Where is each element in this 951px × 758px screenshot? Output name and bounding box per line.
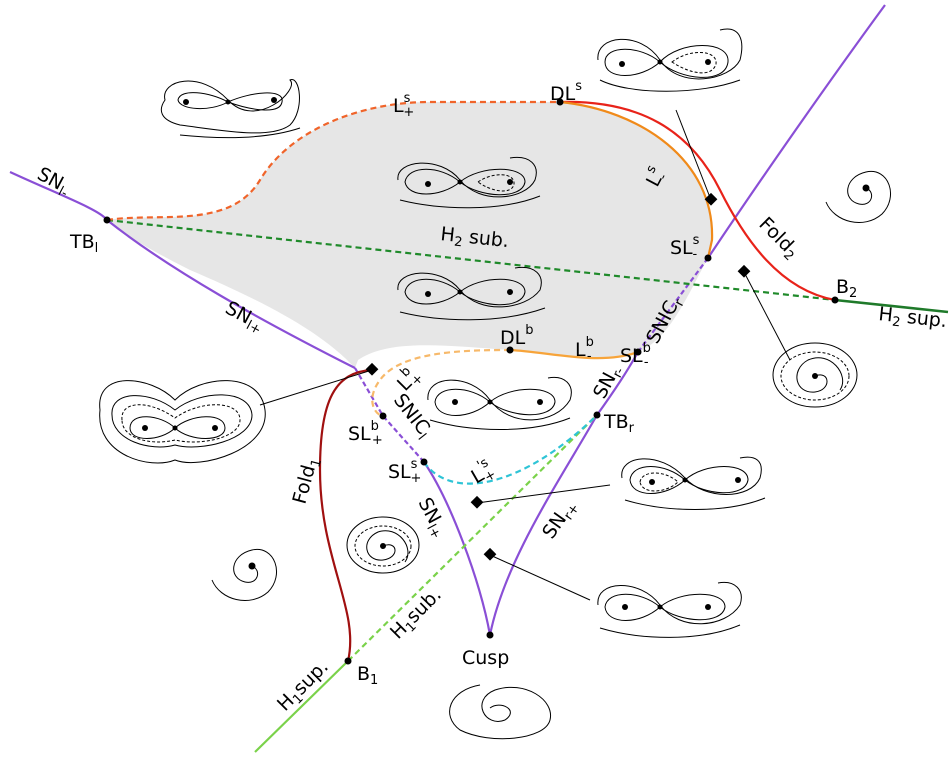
label-b2: B2 — [836, 276, 857, 301]
svg-text:Ls+: Ls+ — [393, 91, 414, 120]
phase-portrait-top-left — [160, 79, 301, 139]
point-b1 — [344, 657, 352, 665]
point-sl-plus-s — [420, 458, 428, 466]
phase-portrait-middle — [397, 266, 546, 321]
point-b2 — [831, 296, 839, 304]
phase-portrait-top-right — [597, 28, 743, 92]
point-tb-r — [593, 411, 601, 419]
region-markers — [365, 192, 751, 561]
label-b1: B1 — [357, 663, 378, 688]
svg-text:SLs+: SLs+ — [388, 457, 421, 486]
l-minus-s-curve — [559, 100, 714, 259]
point-sl-plus-b — [379, 412, 387, 420]
svg-text:SNICl: SNICl — [387, 390, 437, 444]
svg-text:Fold2: Fold2 — [752, 213, 803, 264]
sn-l-plus-lower-curve — [423, 461, 492, 636]
h1-sup-curve — [254, 660, 349, 753]
phase-portrait-bottom-right — [597, 581, 742, 638]
shaded-region — [107, 102, 713, 368]
phase-portrait-left-big — [99, 380, 266, 464]
svg-text:SLb+: SLb+ — [348, 419, 383, 448]
label-h1-sub: H1sub. — [386, 584, 448, 646]
fold2-curve — [559, 100, 836, 302]
leader-lines — [259, 109, 791, 601]
point-dl-b — [506, 346, 514, 354]
phase-portrait-lower-left-small — [346, 516, 420, 574]
svg-text:H2 sup.: H2 sup. — [877, 303, 948, 335]
label-sn-l-minus: SNl- — [32, 163, 75, 201]
label-h2-sub: H2 sub. — [439, 223, 510, 255]
label-dl-b: DLb — [500, 323, 533, 349]
h2-sub-curve — [106, 218, 836, 302]
sn-r-plus-curve — [488, 414, 598, 636]
label-sl-minus-b: SLb- — [620, 341, 651, 370]
phase-portrait-lower-middle — [427, 376, 572, 430]
svg-text:TBl: TBl — [69, 231, 98, 256]
label-tb-l: TBl — [69, 231, 98, 256]
label-cusp: Cusp — [462, 647, 509, 669]
svg-text:L's+: L's+ — [466, 455, 499, 491]
label-h1-sup: H1sup. — [273, 656, 335, 718]
svg-text:SNl-: SNl- — [32, 163, 75, 201]
svg-text:SLs-: SLs- — [670, 233, 700, 262]
svg-text:H1sub.: H1sub. — [386, 584, 448, 646]
sn-curve-upper-right — [707, 4, 886, 259]
point-tb-l — [103, 216, 111, 224]
l-plus-s-curve — [106, 100, 560, 222]
snic-r-curve — [637, 257, 709, 353]
label-h2-sup: H2 sup. — [877, 303, 948, 335]
sn-curve-left — [9, 171, 356, 369]
label-sl-plus-b: SLb+ — [348, 419, 383, 448]
l-plus-b-curve — [371, 348, 511, 418]
phase-portrait-bottom — [449, 684, 551, 740]
label-sl-plus-s: SLs+ — [388, 457, 421, 486]
point-sl-minus-b — [634, 348, 642, 356]
svg-text:B2: B2 — [836, 276, 857, 301]
l-prime-plus-s-curve — [423, 414, 598, 485]
phase-portrait-lower-right — [621, 456, 766, 510]
svg-text:SLb-: SLb- — [620, 341, 651, 370]
h1-sub-curve — [347, 414, 598, 662]
phase-portrait-right-top-spiral — [825, 171, 892, 223]
phase-portrait-right-spiral — [772, 342, 858, 408]
point-dl-s — [556, 98, 564, 106]
phase-portrait-left-spiral — [211, 549, 278, 601]
svg-text:TBr: TBr — [603, 411, 635, 436]
label-l-minus-b: Lb- — [575, 335, 594, 364]
label-sl-minus-s: SLs- — [670, 233, 700, 262]
svg-text:Cusp: Cusp — [462, 647, 509, 669]
snic-l-curve — [354, 367, 425, 463]
fold1-curve — [318, 368, 373, 662]
h2-sup-curve — [834, 298, 949, 314]
point-cusp — [486, 631, 494, 639]
svg-text:B1: B1 — [357, 663, 378, 688]
svg-text:H2 sub.: H2 sub. — [439, 223, 510, 255]
label-l-prime-plus-s: L's+ — [466, 455, 499, 491]
l-minus-b-curve — [509, 348, 639, 360]
point-sl-minus-s — [704, 254, 712, 262]
label-dl-s: DLs — [550, 79, 582, 105]
label-l-plus-s: Ls+ — [393, 91, 414, 120]
label-tb-r: TBr — [603, 411, 635, 436]
sn-r-minus-curve — [596, 351, 639, 416]
label-snic-l: SNICl — [387, 390, 437, 444]
svg-text:DLs: DLs — [550, 79, 582, 105]
svg-text:Lb-: Lb- — [575, 335, 594, 364]
phase-portrait-shaded — [397, 156, 541, 209]
label-fold2: Fold2 — [752, 213, 803, 264]
svg-text:H1sup.: H1sup. — [273, 656, 335, 718]
svg-text:DLb: DLb — [500, 323, 533, 349]
